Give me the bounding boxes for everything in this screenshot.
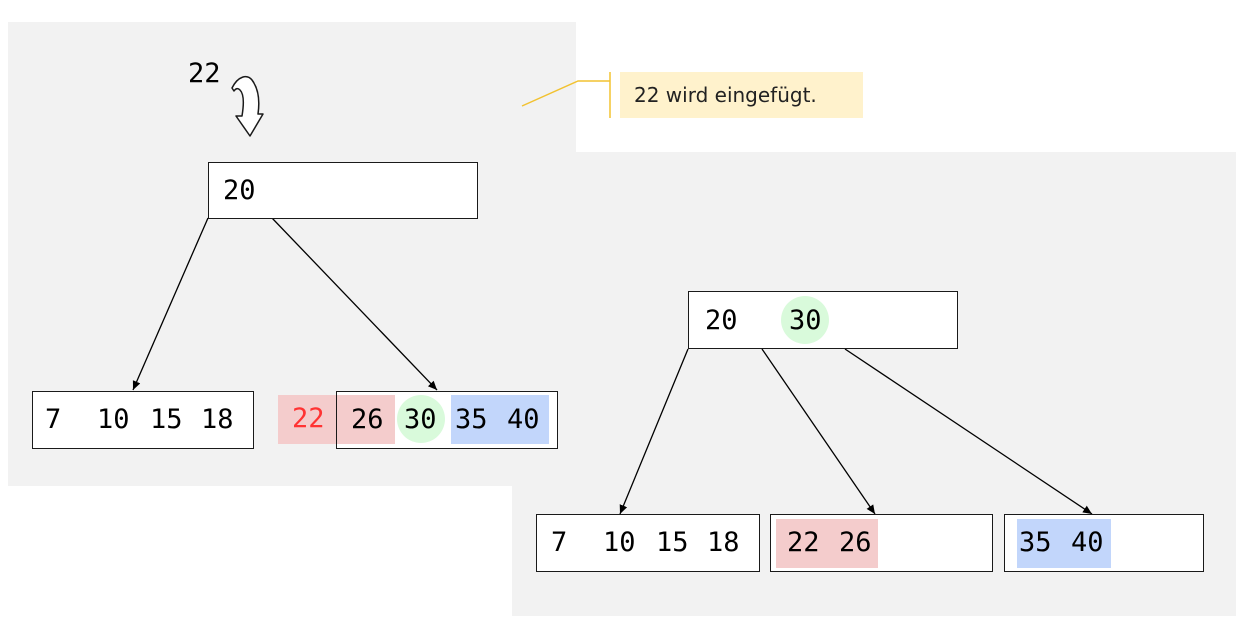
overflow-leaf-node: 26 30 35 40 xyxy=(336,391,558,449)
edge-new-root-to-leaf-2 xyxy=(761,348,876,515)
split-left-highlight xyxy=(337,395,395,444)
leaf-key: 10 xyxy=(97,404,130,435)
median-key-highlight xyxy=(397,395,445,443)
promoted-key: 30 xyxy=(789,305,822,336)
leaf-node-2: 22 26 xyxy=(770,514,993,572)
split-right-highlight xyxy=(451,395,549,444)
leaf-key: 7 xyxy=(45,404,62,435)
leaf-key: 26 xyxy=(839,527,872,558)
edge-root-to-overflow-leaf xyxy=(271,217,438,391)
split-left-highlight xyxy=(776,519,878,568)
edge-new-root-to-leaf-1 xyxy=(619,348,689,515)
curved-down-arrow-icon xyxy=(231,75,264,137)
callout-connector xyxy=(521,80,610,107)
leaf-node-1: 7 10 15 18 xyxy=(536,514,760,572)
leaf-key: 7 xyxy=(551,527,568,558)
promoted-key-highlight xyxy=(781,296,829,344)
leaf-key: 35 xyxy=(1019,527,1052,558)
leaf-key: 15 xyxy=(150,404,183,435)
root-node: 20 xyxy=(208,162,478,219)
leaf-key: 18 xyxy=(707,527,740,558)
leaf-key: 18 xyxy=(201,404,234,435)
insert-key-label: 22 xyxy=(188,58,221,89)
leaf-key: 10 xyxy=(603,527,636,558)
left-leaf-node: 7 10 15 18 xyxy=(32,391,254,449)
edge-new-root-to-leaf-3 xyxy=(844,348,1093,515)
inserted-key: 22 xyxy=(292,403,325,434)
leaf-key: 26 xyxy=(351,404,384,435)
new-root-node: 20 30 xyxy=(688,291,958,349)
leaf-key: 15 xyxy=(656,527,689,558)
leaf-node-3: 35 40 xyxy=(1004,514,1204,572)
root-key: 20 xyxy=(705,305,738,336)
callout-note: 22 wird eingefügt. xyxy=(620,72,863,118)
leaf-key: 22 xyxy=(787,527,820,558)
split-right-highlight xyxy=(1017,519,1111,568)
root-key: 20 xyxy=(223,175,256,206)
edge-root-to-left-leaf xyxy=(132,217,209,391)
leaf-key: 35 xyxy=(455,404,488,435)
inserted-key-highlight xyxy=(278,395,336,444)
leaf-key: 40 xyxy=(507,404,540,435)
callout-text: 22 wird eingefügt. xyxy=(634,83,817,107)
leaf-key: 40 xyxy=(1071,527,1104,558)
median-key: 30 xyxy=(404,404,437,435)
